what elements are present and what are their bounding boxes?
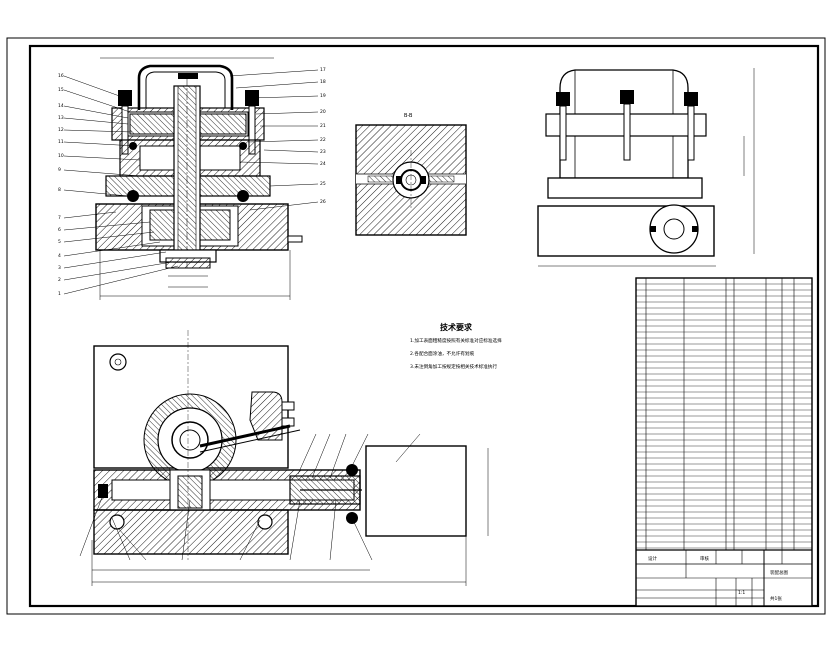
- svg-text:21: 21: [320, 123, 326, 129]
- svg-text:7: 7: [58, 215, 61, 221]
- section-bb-view: B-B: [355, 113, 467, 236]
- side-view: [537, 68, 755, 267]
- svg-text:19: 19: [320, 93, 326, 99]
- bom-rows: [636, 283, 812, 549]
- svg-text:8: 8: [58, 187, 61, 193]
- inner-frame: [28, 44, 820, 608]
- svg-text:9: 9: [58, 167, 61, 173]
- drawing-title: 装配总图: [770, 569, 788, 576]
- svg-text:20: 20: [320, 109, 326, 115]
- svg-text:13: 13: [58, 115, 64, 121]
- technical-requirements-title: 技术要求: [440, 323, 472, 332]
- checker-label: 审核: [700, 555, 709, 562]
- svg-text:22: 22: [320, 137, 326, 143]
- svg-text:26: 26: [320, 199, 326, 205]
- title-block: [636, 549, 812, 606]
- scale-value: 1:1: [738, 590, 745, 596]
- svg-text:15: 15: [58, 87, 64, 93]
- svg-text:16: 16: [58, 73, 64, 79]
- plan-view: [79, 330, 489, 586]
- svg-text:2: 2: [58, 277, 61, 283]
- designer-label: 设计: [648, 555, 657, 562]
- svg-text:11: 11: [58, 139, 64, 145]
- svg-text:24: 24: [320, 161, 326, 167]
- svg-text:5: 5: [58, 239, 61, 245]
- section-label: B-B: [404, 113, 413, 119]
- svg-text:17: 17: [320, 67, 326, 73]
- svg-text:4: 4: [58, 253, 61, 259]
- front-section-view: [63, 57, 319, 300]
- requirement-item-2: 2.各配合面涂油，不允许有划痕: [410, 352, 475, 357]
- outer-frame: [6, 37, 826, 615]
- svg-text:23: 23: [320, 149, 326, 155]
- svg-text:12: 12: [58, 127, 64, 133]
- svg-text:1: 1: [58, 291, 61, 297]
- svg-text:18: 18: [320, 79, 326, 85]
- svg-text:10: 10: [58, 153, 64, 159]
- bom-table: [635, 277, 813, 607]
- technical-requirements: 技术要求 1.加工表面粗糙度按照有关标准对应标准选择 2.各配合面涂油，不允许有…: [410, 322, 610, 378]
- svg-text:3: 3: [58, 265, 61, 271]
- requirement-item-1: 1.加工表面粗糙度按照有关标准对应标准选择: [410, 339, 502, 344]
- part-balloons-left: 16 15 14 13 12 11 10 9 8 7 6 5 4 3 2 1: [58, 73, 64, 297]
- svg-text:6: 6: [58, 227, 61, 233]
- requirement-item-3: 3.未注倒角加工按规定按相关技术标准执行: [410, 365, 498, 370]
- part-balloons-right: 17 18 19 20 21 22 23 24 25 26: [320, 67, 326, 205]
- sheet-count: 共1张: [770, 595, 782, 602]
- svg-text:14: 14: [58, 103, 64, 109]
- svg-text:25: 25: [320, 181, 326, 187]
